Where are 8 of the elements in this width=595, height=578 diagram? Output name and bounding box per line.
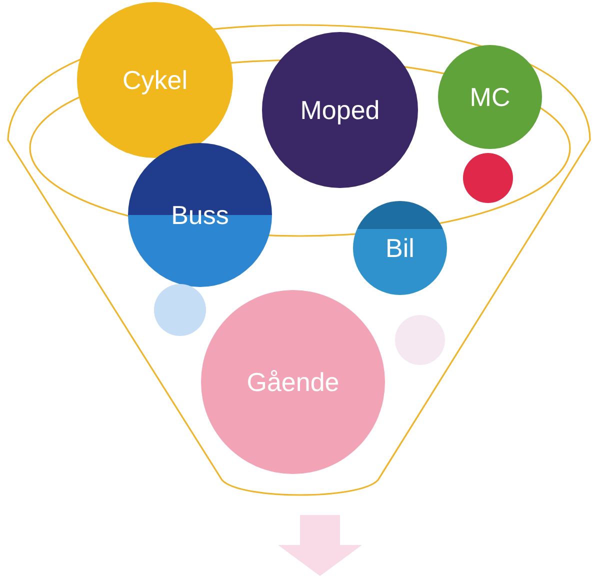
category-bubble: Buss [128,143,272,287]
empty-bubble [463,153,513,203]
category-bubble: MC [438,45,542,149]
category-bubble: Gående [201,290,385,474]
category-bubble: Bil [353,201,447,295]
category-bubble: Cykel [77,2,233,158]
category-bubble: Moped [262,32,418,188]
empty-bubble [154,284,206,336]
